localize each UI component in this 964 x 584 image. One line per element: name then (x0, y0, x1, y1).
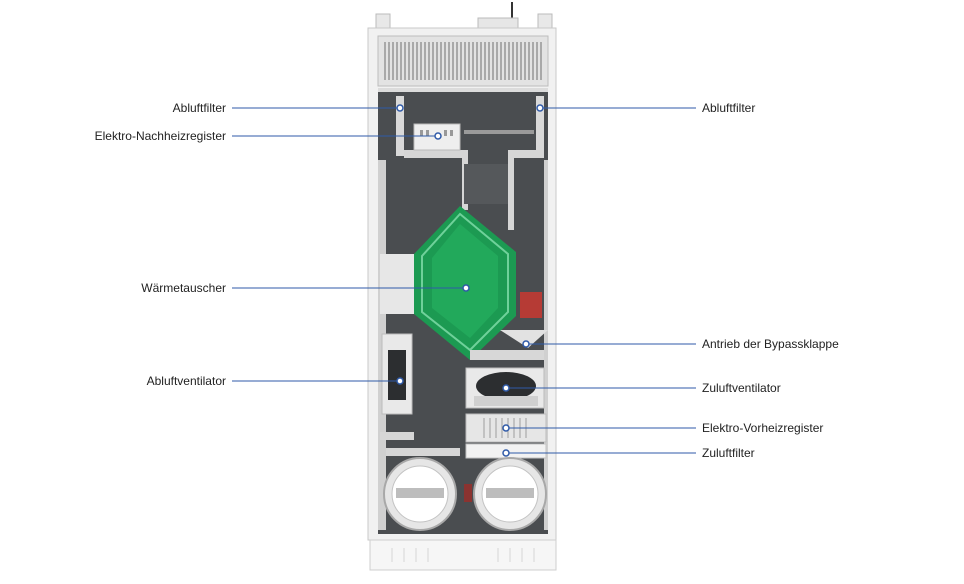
grille-slat (452, 42, 454, 80)
grille-slat (468, 42, 470, 80)
label-elektro-nachheizregister: Elektro-Nachheizregister (94, 129, 226, 143)
exhaust-filter-right (536, 96, 544, 156)
grille-slat (420, 42, 422, 80)
leader-dot-abluftfilter-right (536, 104, 544, 112)
top-connector (477, 17, 519, 29)
mid-panel (380, 254, 416, 314)
grille-slat (488, 42, 490, 80)
heat-exchanger-core (432, 224, 498, 338)
grille-slat (412, 42, 414, 80)
top-channel (378, 88, 548, 92)
grille-slat (472, 42, 474, 80)
label-antrieb-bypassklappe: Antrieb der Bypassklappe (702, 337, 839, 351)
grille-slat (436, 42, 438, 80)
grille-slat (384, 42, 386, 80)
grille-slat (448, 42, 450, 80)
grille-slat (484, 42, 486, 80)
grille-slat (536, 42, 538, 80)
grille-slat (456, 42, 458, 80)
leader-dot-antrieb-bypassklappe (522, 340, 530, 348)
grille-slat (396, 42, 398, 80)
lower-shelf-left (380, 432, 414, 440)
lower-shelf-mid (386, 448, 460, 456)
grille-slat (432, 42, 434, 80)
grille-slat (460, 42, 462, 80)
grille-slat (464, 42, 466, 80)
duct-wall-d (508, 150, 514, 230)
supply-fan-motor (474, 396, 538, 406)
leader-dot-elektro-nachheizregister (434, 132, 442, 140)
grille-slat (404, 42, 406, 80)
grille-slat (532, 42, 534, 80)
leader-lines (232, 104, 696, 457)
bypass-frame (470, 350, 544, 360)
duct-damper-left (396, 488, 444, 498)
bypass-actuator (520, 292, 542, 318)
post-heater-terminals (420, 130, 453, 136)
grille-slat (444, 42, 446, 80)
leader-dot-waermetauscher (462, 284, 470, 292)
leader-dot-zuluftventilator (502, 384, 510, 392)
upper-chamber (464, 164, 508, 204)
grille-slat (440, 42, 442, 80)
label-waermetauscher: Wärmetauscher (141, 281, 226, 295)
label-abluftfilter-left: Abluftfilter (172, 101, 226, 115)
grille-slat (428, 42, 430, 80)
duct-wall-a (404, 150, 462, 158)
label-zuluftfilter: Zuluftfilter (702, 446, 755, 460)
side-wall-right (544, 160, 548, 530)
grille-slat (416, 42, 418, 80)
grille-slat (424, 42, 426, 80)
top-rail (464, 130, 534, 134)
leader-dot-elektro-vorheizregister (502, 424, 510, 432)
grille-slat (500, 42, 502, 80)
top-grille-frame (377, 35, 549, 87)
antenna (511, 2, 513, 26)
leader-dot-abluftfilter-left (396, 104, 404, 112)
grille-slat (388, 42, 390, 80)
condensate-valve (464, 484, 472, 502)
grille-slat (528, 42, 530, 80)
top-grille (384, 42, 542, 80)
duct-wall-c (508, 150, 544, 158)
leader-dot-zuluftfilter (502, 449, 510, 457)
grille-slat (496, 42, 498, 80)
label-abluftfilter-right: Abluftfilter (702, 101, 756, 115)
exhaust-filter-left (396, 96, 404, 156)
base-vents (391, 548, 535, 562)
label-zuluftventilator: Zuluftventilator (702, 381, 781, 395)
grille-slat (520, 42, 522, 80)
grille-slat (540, 42, 542, 80)
leader-dot-abluftventilator (396, 377, 404, 385)
grille-slat (392, 42, 394, 80)
grille-slat (492, 42, 494, 80)
grille-slat (476, 42, 478, 80)
grille-slat (400, 42, 402, 80)
duct-damper-right (486, 488, 534, 498)
grille-slat (408, 42, 410, 80)
exhaust-fan-rotor (388, 350, 406, 400)
label-elektro-vorheizregister: Elektro-Vorheizregister (702, 421, 824, 435)
cabinet-base (369, 539, 557, 571)
label-abluftventilator: Abluftventilator (146, 374, 226, 388)
grille-slat (516, 42, 518, 80)
grille-slat (504, 42, 506, 80)
bypass-damper (500, 330, 548, 348)
grille-slat (480, 42, 482, 80)
grille-slat (512, 42, 514, 80)
grille-slat (508, 42, 510, 80)
grille-slat (524, 42, 526, 80)
